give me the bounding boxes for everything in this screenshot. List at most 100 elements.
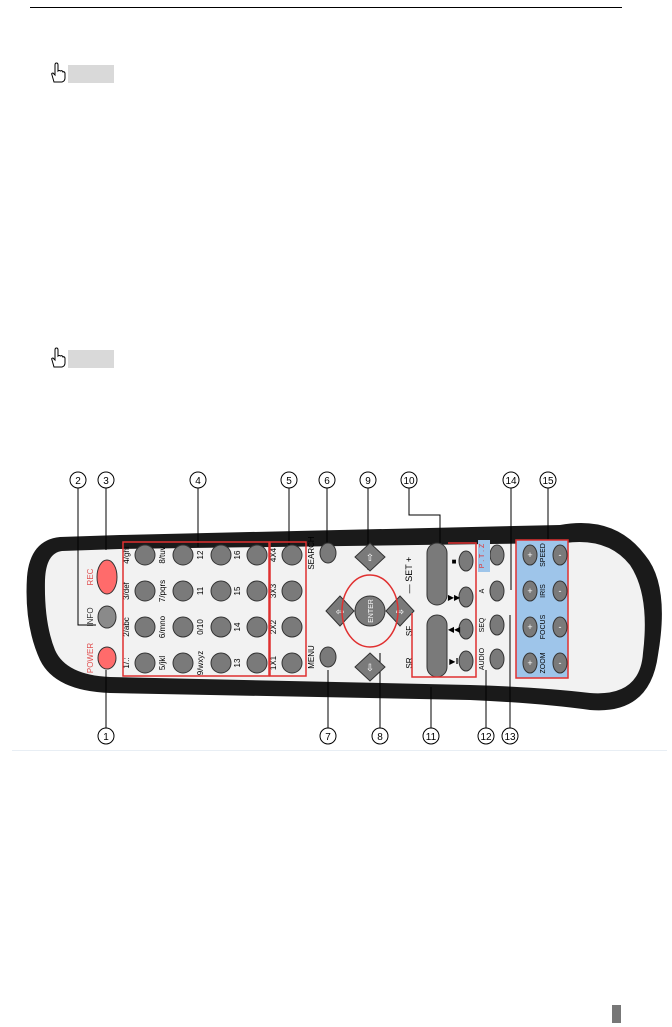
info-button[interactable]	[97, 605, 117, 629]
stop-button[interactable]	[458, 550, 474, 572]
sr-label: SR	[405, 657, 414, 668]
plus-icon: +	[527, 658, 532, 668]
key-7pqrs[interactable]	[172, 580, 194, 602]
arrow-down-icon: ⇩	[366, 663, 374, 674]
focus-minus-button[interactable]	[552, 616, 568, 638]
key-8tuv[interactable]	[172, 544, 194, 566]
callout-6: 6	[318, 471, 336, 489]
key-label: 14	[233, 622, 242, 631]
dpad-up-button[interactable]	[354, 542, 386, 572]
key-14[interactable]	[246, 616, 268, 638]
arrow-right-icon: ⇨	[396, 607, 404, 618]
play-pause-button[interactable]	[458, 650, 474, 672]
svg-text:3: 3	[103, 476, 109, 487]
enter-label: ENTER	[368, 599, 375, 623]
svg-text:7: 7	[325, 732, 331, 743]
direction-pad	[325, 542, 415, 682]
key-label: 9/wxyz	[196, 651, 205, 675]
callout-box-5	[269, 541, 307, 677]
split-1x1-button[interactable]	[281, 652, 303, 674]
stop-icon: ■	[452, 557, 457, 566]
figure-baseline	[12, 750, 667, 751]
zoom-plus-button[interactable]	[522, 652, 538, 674]
callout-11: 11	[422, 727, 440, 745]
power-label: POWER	[86, 643, 95, 673]
rewind-button[interactable]	[458, 618, 474, 640]
svg-text:12: 12	[480, 732, 492, 743]
key-4ghi[interactable]	[134, 544, 156, 566]
focus-plus-button[interactable]	[522, 616, 538, 638]
svg-text:8: 8	[377, 732, 383, 743]
minus-icon: -	[559, 622, 562, 632]
dpad-right-button[interactable]	[385, 595, 415, 627]
callout-7: 7	[319, 727, 337, 745]
set-label: — SET +	[404, 557, 414, 594]
callout-13: 13	[501, 727, 519, 745]
zoom-minus-button[interactable]	[552, 652, 568, 674]
search-button[interactable]	[319, 542, 337, 564]
svg-text:15: 15	[542, 476, 554, 487]
dpad-arrows: ⇧ ⇩ ⇦ ⇨	[336, 553, 404, 674]
fast-forward-button[interactable]	[458, 586, 474, 608]
set-rocker-button[interactable]	[426, 542, 448, 606]
speed-plus-button[interactable]	[522, 544, 538, 566]
svg-text:14: 14	[505, 476, 517, 487]
key-15[interactable]	[246, 580, 268, 602]
menu-label: MENU	[307, 645, 316, 669]
svg-text:5: 5	[286, 476, 292, 487]
note-marker	[48, 347, 116, 369]
key-label: 16	[233, 550, 242, 559]
key-11[interactable]	[210, 580, 232, 602]
key-12[interactable]	[210, 544, 232, 566]
key-3def[interactable]	[134, 580, 156, 602]
key-2abc[interactable]	[134, 616, 156, 638]
remote-control-figure: 2 3 4 5 6 9 10 14 15 1 7 8 11 12 13	[26, 471, 662, 745]
note-label-box	[68, 65, 114, 83]
split-label: 2X2	[269, 619, 278, 634]
key-label: 3/def	[122, 581, 131, 600]
key-0-10[interactable]	[210, 616, 232, 638]
fast-forward-icon: ▶▶	[448, 593, 461, 602]
callout-2: 2	[69, 471, 87, 489]
arrow-left-icon: ⇦	[336, 607, 344, 618]
svg-text:4: 4	[195, 476, 201, 487]
split-4x4-button[interactable]	[281, 544, 303, 566]
audio-button[interactable]	[489, 648, 505, 670]
key-label: 11	[196, 586, 205, 595]
key-label: 6/mno	[158, 615, 167, 638]
key-9wxyz[interactable]	[210, 652, 232, 674]
speed-label: SPEED	[540, 543, 547, 567]
key-1[interactable]	[134, 652, 156, 674]
speed-minus-button[interactable]	[552, 544, 568, 566]
menu-button[interactable]	[319, 646, 337, 668]
key-5jkl[interactable]	[172, 652, 194, 674]
iris-plus-button[interactable]	[522, 580, 538, 602]
hand-pointer-icon	[51, 62, 66, 83]
key-label: 1/.:	[122, 657, 131, 668]
rec-label: REC	[86, 568, 95, 585]
split-3x3-button[interactable]	[281, 580, 303, 602]
play-pause-icon: ▶‖	[449, 657, 458, 666]
rec-button[interactable]	[96, 559, 118, 595]
callout-ring-8-9	[341, 574, 399, 648]
enter-button[interactable]	[354, 595, 386, 627]
key-13[interactable]	[246, 652, 268, 674]
number-keypad	[134, 544, 268, 674]
svg-text:13: 13	[504, 732, 516, 743]
power-button[interactable]	[97, 646, 117, 670]
seq-button[interactable]	[489, 614, 505, 636]
svg-text:2: 2	[75, 476, 81, 487]
key-label: 4/ghi	[122, 546, 131, 564]
speed-rocker-button[interactable]	[426, 614, 448, 678]
a-button[interactable]	[489, 580, 505, 602]
key-16[interactable]	[246, 544, 268, 566]
ptz-button[interactable]	[489, 544, 505, 566]
key-label: 13	[233, 658, 242, 667]
key-6mno[interactable]	[172, 616, 194, 638]
iris-minus-button[interactable]	[552, 580, 568, 602]
dpad-left-button[interactable]	[325, 595, 355, 627]
sf-label: SF	[405, 626, 414, 636]
dpad-down-button[interactable]	[354, 652, 386, 682]
split-2x2-button[interactable]	[281, 616, 303, 638]
key-label: 0/10	[196, 619, 205, 635]
